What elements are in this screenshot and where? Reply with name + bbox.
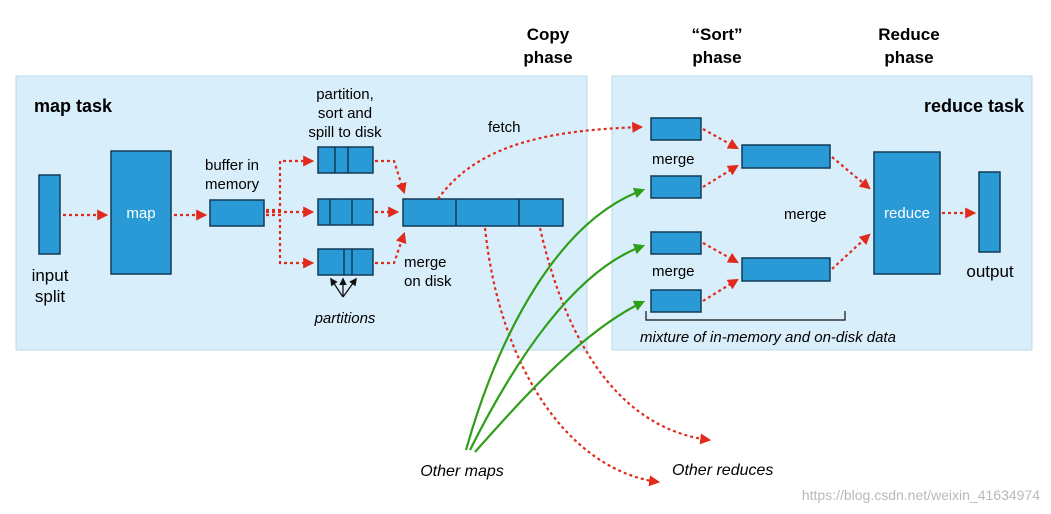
merge-label-bottom: merge: [652, 263, 695, 280]
copy-phase-line2: phase: [523, 48, 572, 67]
sort-phase-line1: “Sort”: [692, 25, 743, 44]
spill-label-line3: spill to disk: [308, 124, 382, 141]
input-split-label-line2: split: [35, 287, 66, 306]
reduce-input-1: [650, 117, 702, 141]
map-box: [110, 150, 172, 275]
buffer-label-line2: memory: [205, 176, 260, 193]
spill-file-2: [317, 198, 374, 226]
output-box: [978, 171, 1001, 253]
sort-phase-line2: phase: [692, 48, 741, 67]
reduce-input-3: [650, 231, 702, 255]
spill-label-line2: sort and: [318, 105, 372, 122]
reduce-task-title: reduce task: [924, 96, 1025, 116]
fetch-label: fetch: [488, 119, 521, 136]
input-split-label-line1: input: [32, 266, 69, 285]
reduce-input-2: [650, 175, 702, 199]
input-split-box: [38, 174, 61, 255]
partitions-label: partitions: [314, 310, 376, 327]
reduce-phase-line1: Reduce: [878, 25, 939, 44]
output-label: output: [966, 262, 1014, 281]
merged-output-box: [402, 198, 564, 227]
merge-on-disk-line2: on disk: [404, 273, 452, 290]
merge-label-top: merge: [652, 151, 695, 168]
other-maps-label: Other maps: [420, 463, 504, 480]
map-box-label: map: [126, 205, 155, 222]
merge-on-disk-line1: merge: [404, 254, 447, 271]
spill-file-3: [317, 248, 374, 276]
reduce-input-4: [650, 289, 702, 313]
other-maps-arrows: [464, 187, 646, 453]
spill-file-1: [317, 146, 374, 174]
mixture-label: mixture of in-memory and on-disk data: [640, 329, 896, 346]
mixture-bracket: [645, 311, 846, 321]
map-task-title: map task: [34, 96, 113, 116]
reduce-box: [873, 151, 941, 275]
copy-phase-line1: Copy: [527, 25, 570, 44]
other-reduces-label: Other reduces: [672, 462, 773, 479]
merge-label-middle: merge: [784, 206, 827, 223]
reduce-box-label: reduce: [884, 205, 930, 222]
buffer-label-line1: buffer in: [205, 157, 259, 174]
watermark: https://blog.csdn.net/weixin_41634974: [802, 487, 1040, 503]
spill-label-line1: partition,: [316, 86, 374, 103]
reduce-phase-line2: phase: [884, 48, 933, 67]
reduce-side-arrows: [702, 128, 977, 302]
merged-segment-2: [741, 257, 831, 282]
map-side-arrows: [63, 121, 712, 487]
merged-segment-1: [741, 144, 831, 169]
buffer-box: [209, 199, 265, 227]
